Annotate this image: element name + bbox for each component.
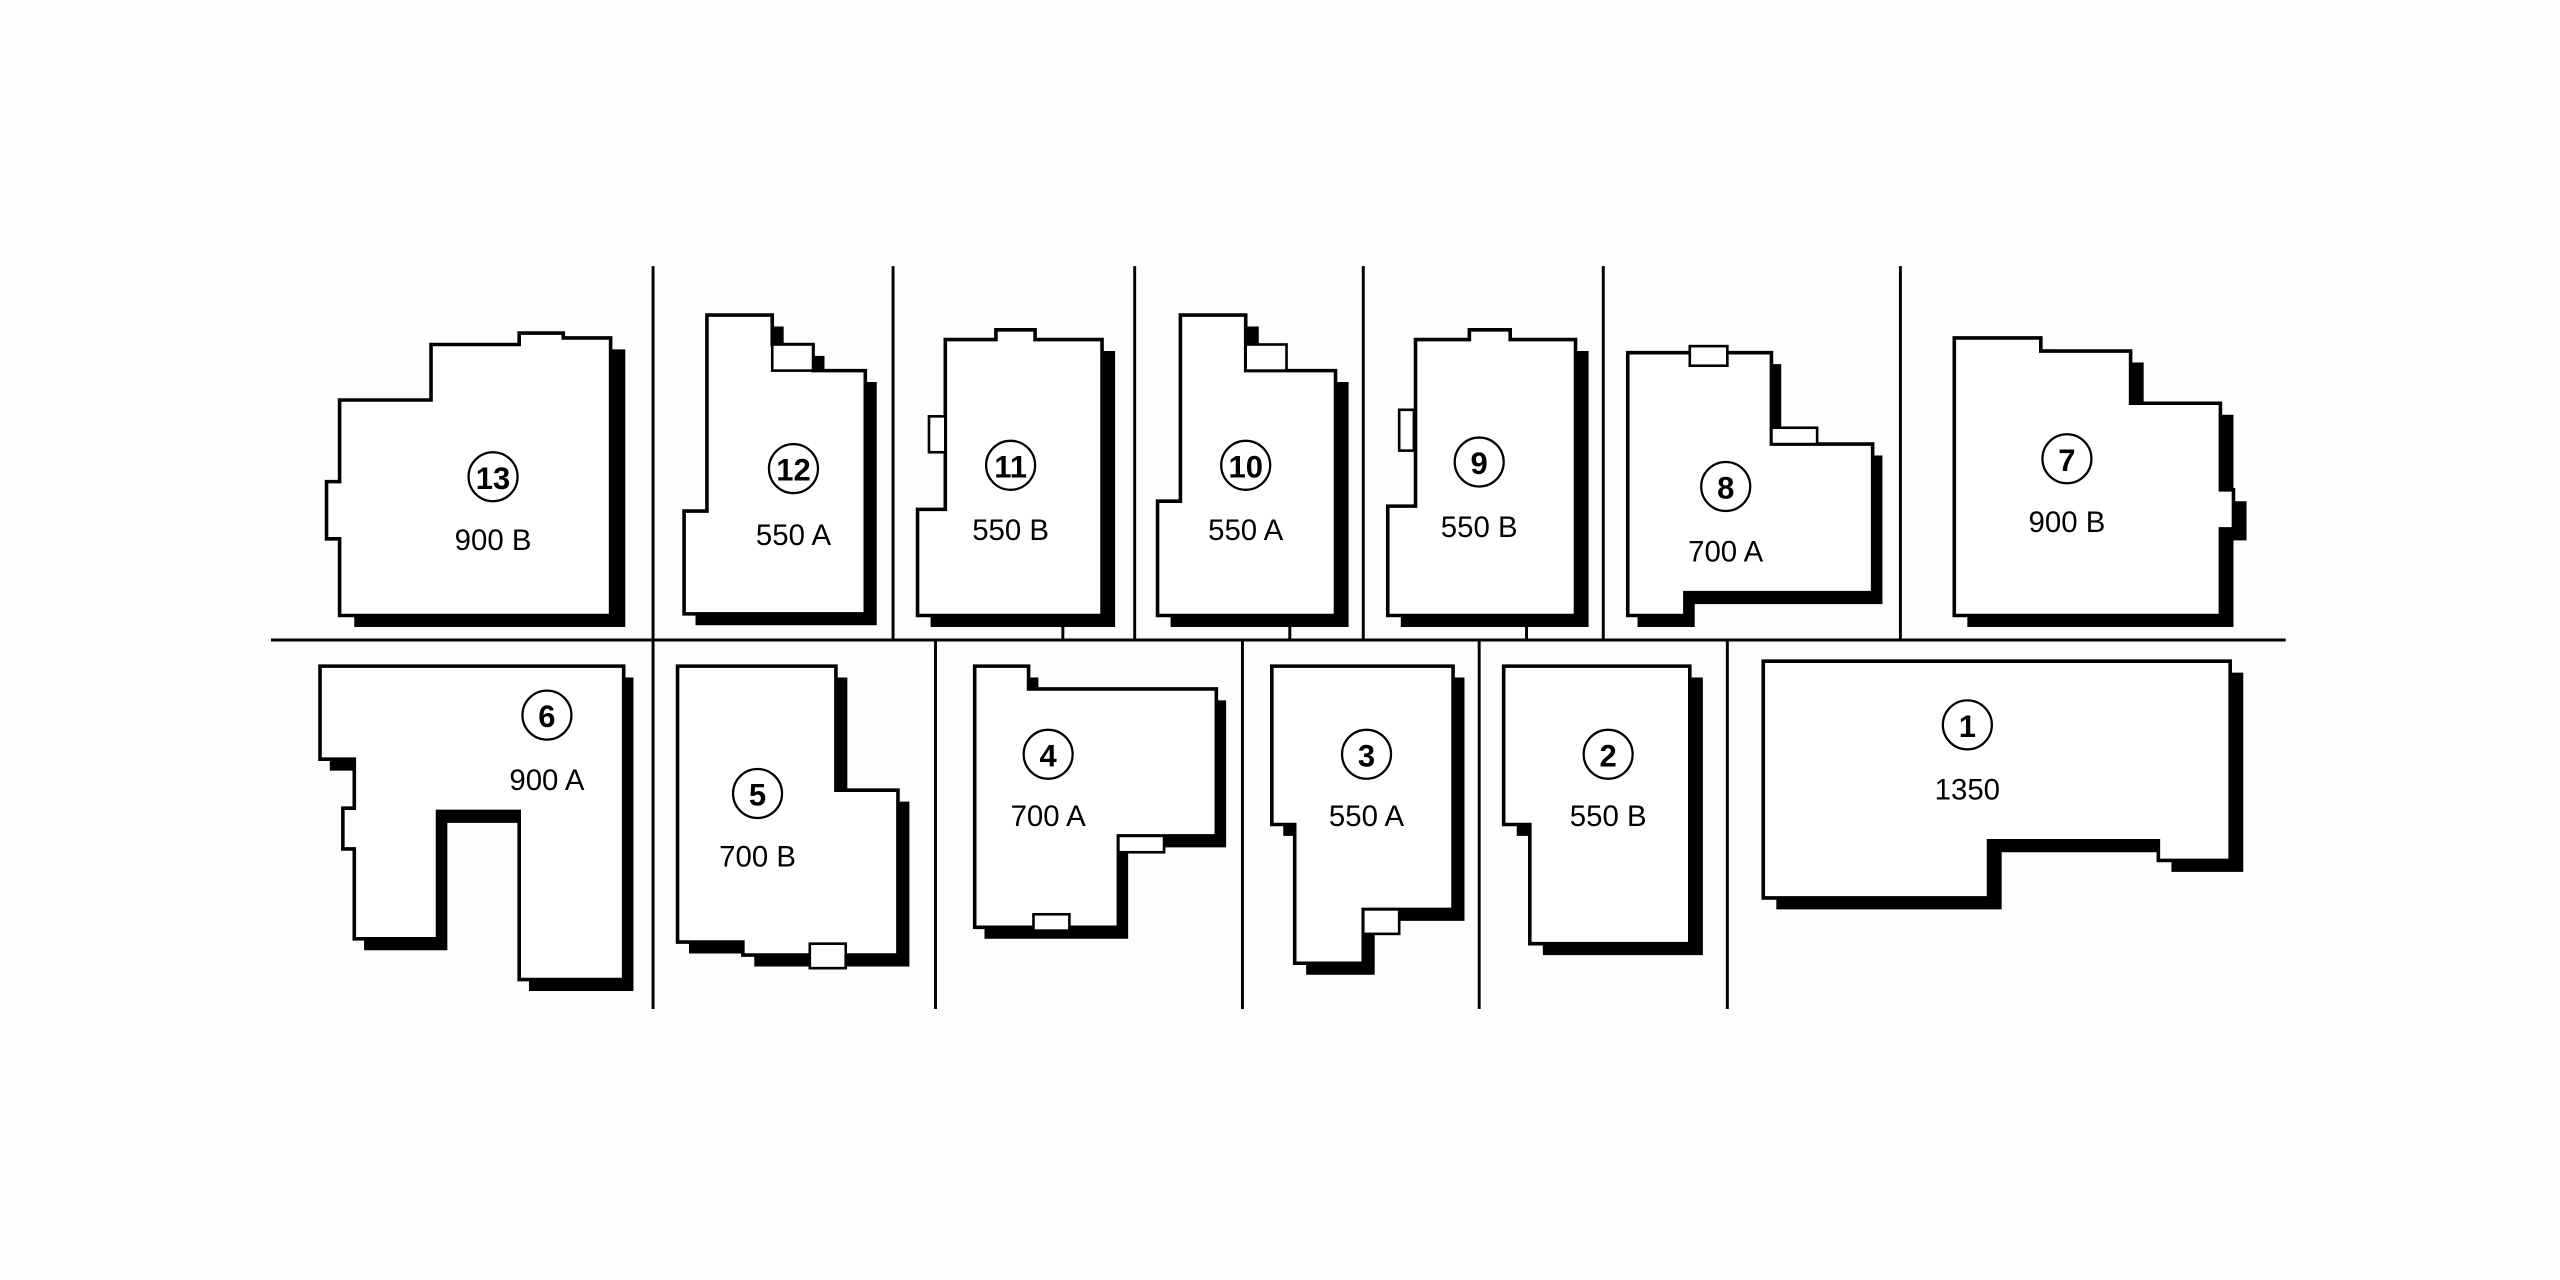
annex: [1117, 834, 1166, 854]
lot-number-circle: [984, 439, 1037, 491]
building-footprint: [1952, 336, 2236, 618]
annex: [808, 942, 848, 970]
lot-number-circle: [1700, 460, 1752, 513]
lot-number: 8: [1717, 471, 1734, 506]
lot-type-label: 550 B: [972, 514, 1049, 547]
lot-number: 3: [1358, 738, 1375, 773]
lot-number-circle: [1220, 439, 1272, 491]
lot-type-label: 900 A: [509, 764, 585, 797]
building-footprint: [972, 664, 1219, 930]
building-footprint: [1761, 659, 2232, 900]
lot-number-circle: [731, 767, 784, 820]
lot-5[interactable]: 5 700 B: [675, 664, 910, 970]
building-footprint: [675, 664, 900, 957]
lot-12[interactable]: 12 550 A: [682, 313, 877, 626]
lot-number: 13: [476, 461, 511, 496]
lot-number: 6: [538, 699, 555, 734]
lot-type-label: 700 B: [719, 841, 796, 874]
lot-type-label: 550 B: [1570, 800, 1647, 833]
lot-number: 1: [1959, 709, 1976, 744]
lot-number: 10: [1228, 449, 1262, 484]
annex: [927, 415, 947, 454]
lot-number: 12: [776, 453, 811, 488]
lot-type-label: 1350: [1935, 774, 2000, 807]
lot-number-circle: [1022, 728, 1074, 780]
lot-6[interactable]: 6 900 A: [318, 664, 634, 992]
lot-type-label: 900 B: [2029, 506, 2106, 539]
lot-1[interactable]: 1 1350: [1761, 659, 2244, 910]
annex: [1244, 343, 1288, 372]
lot-type-label: 550 A: [1208, 514, 1284, 547]
lot-type-label: 700 A: [1688, 535, 1764, 568]
lot-number-circle: [767, 442, 820, 495]
lot-8[interactable]: 8 700 A: [1625, 344, 1883, 627]
lot-number-circle: [1340, 728, 1393, 780]
lot-11[interactable]: 11 550 B: [915, 328, 1116, 627]
lot-type-label: 700 A: [1011, 800, 1087, 833]
lot-7[interactable]: 7 900 B: [1952, 336, 2247, 627]
building-footprint: [318, 664, 626, 982]
annex: [1770, 426, 1819, 446]
lot-number: 9: [1471, 446, 1488, 481]
lot-type-label: 550 B: [1441, 511, 1518, 544]
lot-number-circle: [1582, 728, 1634, 780]
lot-10[interactable]: 10 550 A: [1155, 313, 1349, 627]
lot-number: 5: [749, 778, 766, 813]
building-footprint: [1501, 664, 1692, 946]
building-footprint: [1270, 664, 1455, 966]
annex: [770, 343, 815, 372]
lot-type-label: 550 A: [1329, 800, 1405, 833]
lot-number-circle: [2041, 433, 2093, 485]
lot-9[interactable]: 9 550 B: [1385, 328, 1589, 627]
lot-number: 2: [1600, 738, 1617, 773]
lot-type-label: 900 B: [455, 524, 532, 557]
annex: [1032, 912, 1071, 932]
lot-number-circle: [1453, 436, 1505, 488]
lot-number: 11: [994, 449, 1027, 484]
lot-2[interactable]: 2 550 B: [1501, 664, 1703, 956]
lot-number-circle: [521, 689, 573, 741]
lot-13[interactable]: 13 900 B: [324, 331, 626, 627]
annex: [1361, 908, 1401, 936]
annex: [1688, 344, 1729, 368]
lot-number: 7: [2058, 443, 2075, 478]
lot-number-circle: [467, 451, 519, 503]
lot-3[interactable]: 3 550 A: [1270, 664, 1465, 975]
annex: [1397, 408, 1416, 452]
lot-type-label: 550 A: [756, 519, 832, 552]
lot-number: 4: [1040, 738, 1058, 773]
lot-number-circle: [1941, 699, 1993, 751]
lot-4[interactable]: 4 700 A: [972, 664, 1227, 939]
